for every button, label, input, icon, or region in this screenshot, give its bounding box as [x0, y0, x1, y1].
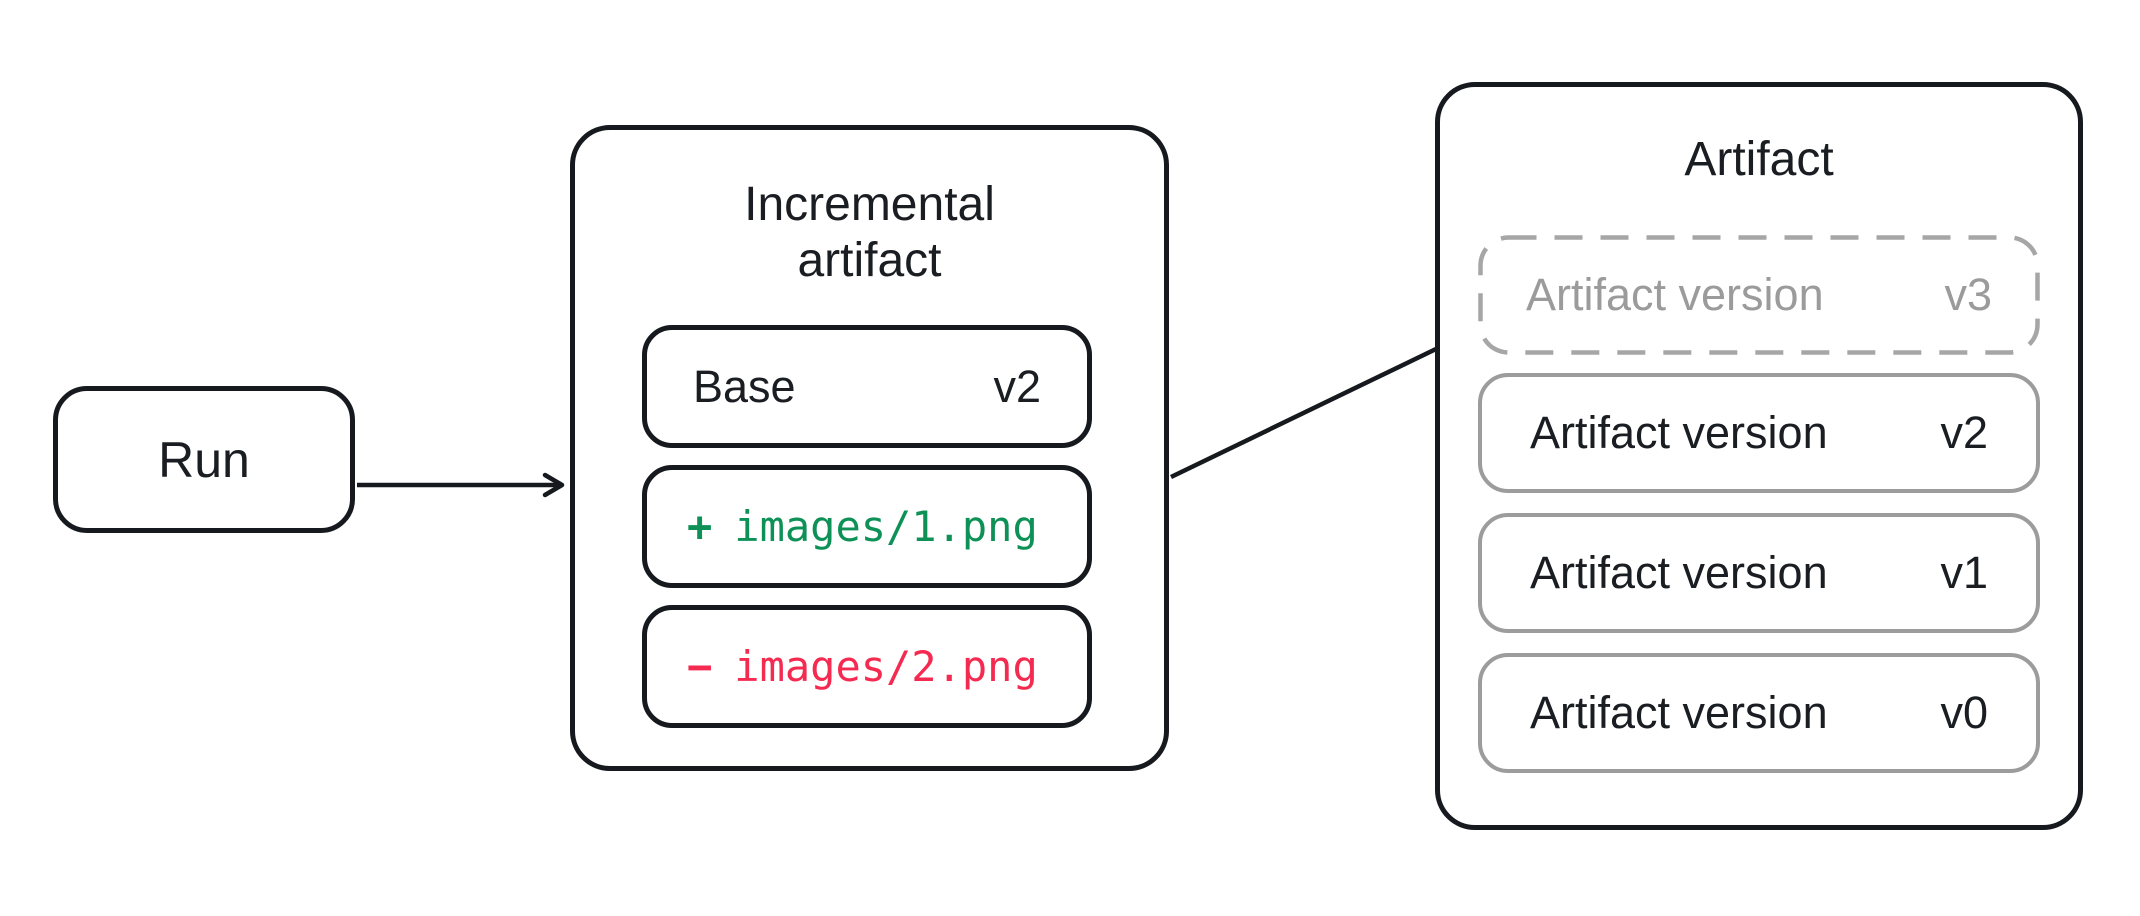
minus-sign: − [687, 642, 713, 691]
draft-version-label: Artifact version [1526, 269, 1824, 320]
artifact-version-chip: Artifact version v2 [1478, 373, 2040, 493]
artifact-version-label: Artifact version [1530, 547, 1828, 598]
incremental-artifact-node: Incremental artifact Base v2 + images/1.… [570, 125, 1169, 771]
incremental-artifact-title: Incremental artifact [744, 178, 995, 287]
base-version: v2 [993, 360, 1041, 412]
incremental-to-artifact-arrow [1170, 330, 1470, 480]
artifact-version-chip: Artifact version v1 [1478, 513, 2040, 633]
run-node: Run [53, 386, 355, 533]
draft-version-number: v3 [1944, 269, 1992, 320]
base-label: Base [693, 360, 796, 412]
artifact-version-label: Artifact version [1530, 687, 1828, 738]
artifact-version-label: Artifact version [1530, 407, 1828, 458]
removed-file-path: images/2.png [734, 642, 1038, 691]
added-file-path: images/1.png [734, 502, 1038, 551]
plus-sign: + [687, 502, 713, 551]
artifact-version-number: v2 [1940, 407, 1988, 458]
artifact-version-chip: Artifact version v0 [1478, 653, 2040, 773]
artifact-node: Artifact Artifact version v3 Artifact ve… [1435, 82, 2083, 830]
artifact-version-number: v0 [1940, 687, 1988, 738]
dashed-border [1478, 235, 2040, 355]
artifact-title: Artifact [1684, 133, 1834, 186]
removed-file-chip: − images/2.png [642, 605, 1092, 728]
run-label: Run [158, 431, 250, 488]
artifact-version-number: v1 [1940, 547, 1988, 598]
draft-version-chip: Artifact version v3 [1478, 235, 2040, 355]
base-version-chip: Base v2 [642, 325, 1092, 448]
added-file-chip: + images/1.png [642, 465, 1092, 588]
